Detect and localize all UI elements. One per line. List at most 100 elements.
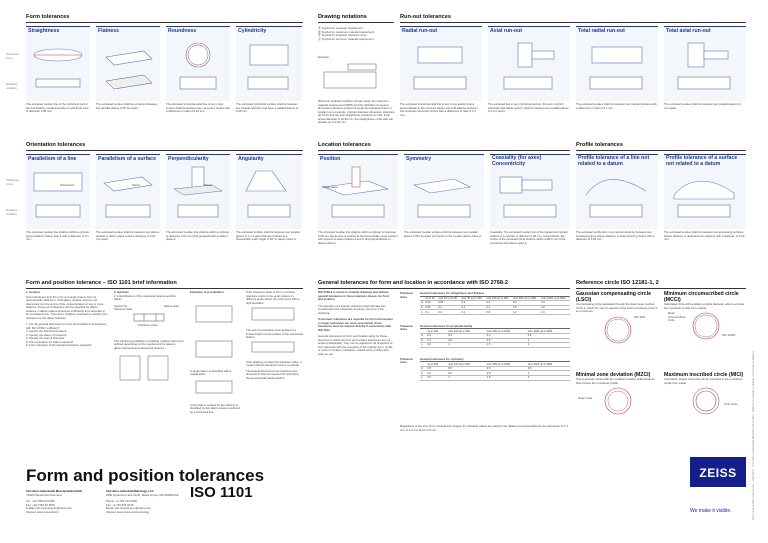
notation-legend: Ⓔ Symbol for envelope requirement Ⓜ Symb… — [318, 26, 396, 41]
drawing-notation-label: Drawing notation — [6, 82, 18, 90]
side-text: Form and position tolerances – ISO 1101 … — [751, 350, 755, 520]
section-location: Location tolerances — [318, 142, 371, 148]
brief-note-4: If the drawing provides the tolerance va… — [246, 359, 302, 367]
symbol-frame-figure: Symbol for tolerance class Tolerance val… — [114, 304, 184, 338]
brief-symbols-heading: 2. Symbols — [114, 290, 129, 294]
company1-line[interactable]: Internet: www.zeiss.de/imt — [26, 509, 59, 514]
panel-title: Roundness — [168, 28, 197, 34]
perpendicularity-figure — [173, 166, 223, 218]
divider — [576, 288, 746, 289]
drawing-notation-label-2: Drawing notation — [6, 208, 18, 216]
mmr-example-figure — [323, 63, 377, 89]
company1-line[interactable]: E-Mail: info.metrology.de@zeiss.com — [26, 506, 72, 510]
panel-flatness: Flatness — [96, 26, 160, 101]
panel-parallelism-line: Parallelism of a line Toleranced — [26, 154, 90, 229]
datum-plane-label: Datum plane — [322, 185, 338, 189]
class-label: Tolerance class — [400, 323, 414, 332]
example-drawing-5 — [251, 341, 295, 352]
legend-envelope: Ⓔ Symbol for envelope requirement — [318, 26, 363, 30]
tolerance-zone-label: Tolerance zone — [6, 52, 20, 60]
desc-symmetry: The extracted median surface shall be be… — [404, 230, 482, 238]
general-para4: General tolerances for form and location… — [318, 334, 393, 356]
panel-cylindricity: Cylindricity — [236, 26, 302, 101]
company2-name: Carl Zeiss Industrial Metrology, LLC — [106, 489, 154, 493]
company2-line[interactable]: Email: info.metrology.us@zeiss.com — [106, 506, 151, 510]
desc-profile-line: The extracted profile line in any sectio… — [576, 230, 655, 241]
desc-axial-runout: The extracted line in any cylindrical se… — [488, 102, 569, 113]
divider — [318, 288, 570, 289]
section-iso-brief: Form and position tolerance – ISO 1101 b… — [26, 280, 177, 286]
brief-symbols-column: 2. Symbols 2.1 Identification of the tol… — [114, 290, 184, 391]
company2-addr: 6250 Sycamore Lane North, Maple Grove, M… — [106, 492, 179, 497]
mici-circle — [692, 387, 720, 415]
company2-line[interactable]: Internet: www.zeiss.com/metrology — [106, 509, 150, 514]
ref-label: Mean circumscribed circle — [668, 311, 686, 322]
panel-symmetry: Symmetry — [404, 154, 484, 229]
desc-parallelism-line: The extracted median line shall be withi… — [26, 230, 90, 241]
ref-iso-label: ISO 1101 — [634, 314, 646, 319]
general-tables: Tolerance class General tolerances for s… — [400, 291, 570, 381]
general-note: Regardless of the size of the nominal si… — [400, 424, 568, 432]
step-item: 3. Specify the datum (if required) — [26, 332, 67, 337]
brief-general-column: 1. General Form tolerances limit the err… — [26, 290, 108, 348]
panel-title: Parallelism of a line — [28, 156, 77, 162]
roundness-figure — [179, 42, 217, 90]
legend-mmr: Ⓜ Symbol for maximum material requiremen… — [318, 29, 375, 34]
parallelism-surface-figure — [103, 176, 153, 218]
company1-line: Tel.: +49 7364 20 6336 — [26, 499, 55, 503]
panel-title: Angularity — [238, 156, 264, 162]
ref-title: Gaussian compensating circle (LSCI) — [576, 291, 651, 303]
ref-mici: Maximum inscribed circle (MICI) Calculat… — [664, 372, 746, 417]
panel-title: Total radial run-out — [578, 28, 625, 34]
desc-radial-runout: The extracted circumferential line in an… — [400, 102, 478, 117]
footer-iso: ISO 1101 — [190, 484, 253, 501]
desc-flatness: The extracted surface shall be contained… — [96, 102, 158, 110]
profile-line-figure — [585, 179, 647, 218]
angularity-figure — [245, 170, 291, 218]
total-axial-runout-figure — [677, 42, 731, 90]
step-item: 6. Form tolerance of the toleranced feat… — [26, 343, 92, 347]
panel-profile-surface: Profile tolerance of a surface not relat… — [664, 154, 746, 229]
brief-note-2: If the tolerance value of form or locati… — [246, 290, 300, 305]
ref-mzci: Minimal zone deviation (MZCI) Two concen… — [576, 372, 658, 417]
brief-example-text: The following possibilities of drawing n… — [114, 338, 184, 350]
ref-title: Maximum inscribed circle (MICI) — [664, 372, 744, 378]
legend-lmr: Ⓛ Symbol for minimum material requiremen… — [318, 36, 374, 41]
table-heading: General tolerances for perpendicularity — [420, 324, 570, 330]
brief-notes-column: If the tolerance value of form or locati… — [246, 290, 303, 380]
brief-example-heading: Examples of possibilities: — [190, 290, 225, 294]
step-item: 4. Specify the type of tolerance — [26, 336, 65, 340]
panel-coaxiality: Coaxiality (for axes) Concentricity — [490, 154, 570, 229]
footer-title: Form and position tolerances — [26, 466, 265, 485]
panel-title: Radial run-out — [402, 28, 438, 34]
company1-block: Carl Zeiss Industrielle Messtechnik GmbH… — [26, 489, 116, 514]
divider — [26, 288, 303, 289]
brief-note-0: A single datum is identified with a capi… — [190, 368, 232, 376]
mcci-circle — [692, 312, 720, 340]
datum-label: Datum — [204, 183, 213, 187]
panel-parallelism-surface: Parallelism of a surface Datum — [96, 154, 160, 229]
desc-coaxiality: Coaxiality: The extracted median line of… — [490, 230, 568, 245]
ref-label: Inner circle — [724, 402, 738, 406]
example-drawing-3 — [195, 380, 233, 393]
symbol-class-label: Symbol for tolerance class — [114, 303, 133, 311]
axial-runout-figure — [503, 42, 555, 90]
zeiss-logo-text: ZEISS — [699, 466, 737, 480]
panel-title: Total axial run-out — [666, 28, 711, 34]
divider — [26, 150, 303, 151]
panel-total-radial-runout: Total radial run-out — [576, 26, 658, 101]
example-drawing-2 — [195, 340, 233, 357]
side-text-strip: Form and position tolerances – ISO 1101 … — [751, 20, 762, 520]
panel-title: Parallelism of a surface — [98, 156, 156, 162]
panel-axial-runout: Axial run-out — [488, 26, 570, 101]
mzci-circle — [604, 387, 632, 415]
example-drawing-1 — [195, 305, 233, 322]
